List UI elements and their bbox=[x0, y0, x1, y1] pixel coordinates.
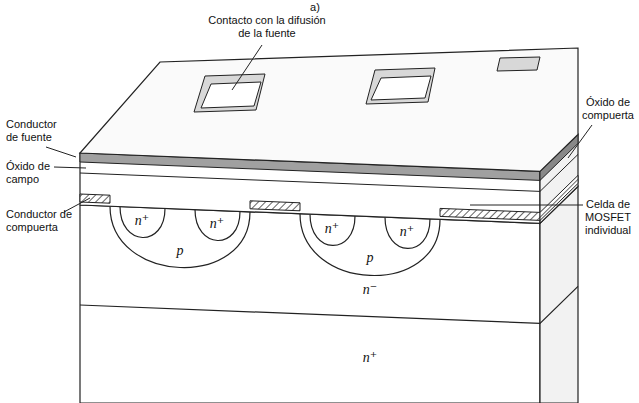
region-label: n⁺ bbox=[318, 221, 346, 237]
figure-tag: a) bbox=[300, 1, 330, 14]
gate-conductor bbox=[80, 194, 110, 203]
layer-boundary bbox=[80, 286, 578, 323]
region-label: n⁺ bbox=[203, 216, 231, 232]
part-label: Celda de MOSFET individual bbox=[580, 198, 636, 237]
contact-window bbox=[497, 57, 540, 71]
n-well bbox=[120, 207, 165, 238]
leader-line bbox=[46, 147, 76, 157]
n-well bbox=[385, 217, 430, 248]
part-label: Conductor de compuerta bbox=[6, 208, 78, 234]
part-label: Contacto con la difusión de la fuente bbox=[205, 14, 329, 40]
gate-conductor bbox=[540, 175, 578, 220]
region-label: p bbox=[356, 250, 384, 266]
contact-window-floor bbox=[371, 76, 431, 100]
part-label: Óxido de compuerta bbox=[580, 96, 636, 122]
region-label: n⁺ bbox=[393, 224, 421, 240]
leader-line bbox=[232, 45, 262, 90]
substrate-front bbox=[80, 205, 540, 403]
field-oxide-edge bbox=[80, 173, 540, 191]
leader-line bbox=[470, 205, 583, 206]
n-well bbox=[195, 210, 240, 241]
gate-conductor bbox=[250, 201, 300, 211]
contact-window bbox=[194, 74, 265, 112]
part-label: Conductor de fuente bbox=[6, 118, 70, 144]
region-label: n⁺ bbox=[128, 213, 156, 229]
p-well bbox=[110, 206, 250, 267]
source-sheet bbox=[80, 48, 578, 171]
leader-line bbox=[568, 125, 592, 158]
n-well bbox=[310, 214, 355, 245]
part-label: Óxido de campo bbox=[6, 160, 62, 186]
contact-window bbox=[366, 68, 435, 104]
region-label: p bbox=[166, 243, 194, 259]
contact-window-floor bbox=[201, 82, 261, 108]
substrate-side bbox=[540, 186, 578, 403]
region-label: n⁺ bbox=[356, 350, 384, 366]
gate-conductor bbox=[440, 208, 540, 220]
p-well bbox=[300, 214, 440, 276]
leader-line bbox=[54, 167, 86, 168]
region-label: n⁻ bbox=[356, 282, 384, 298]
